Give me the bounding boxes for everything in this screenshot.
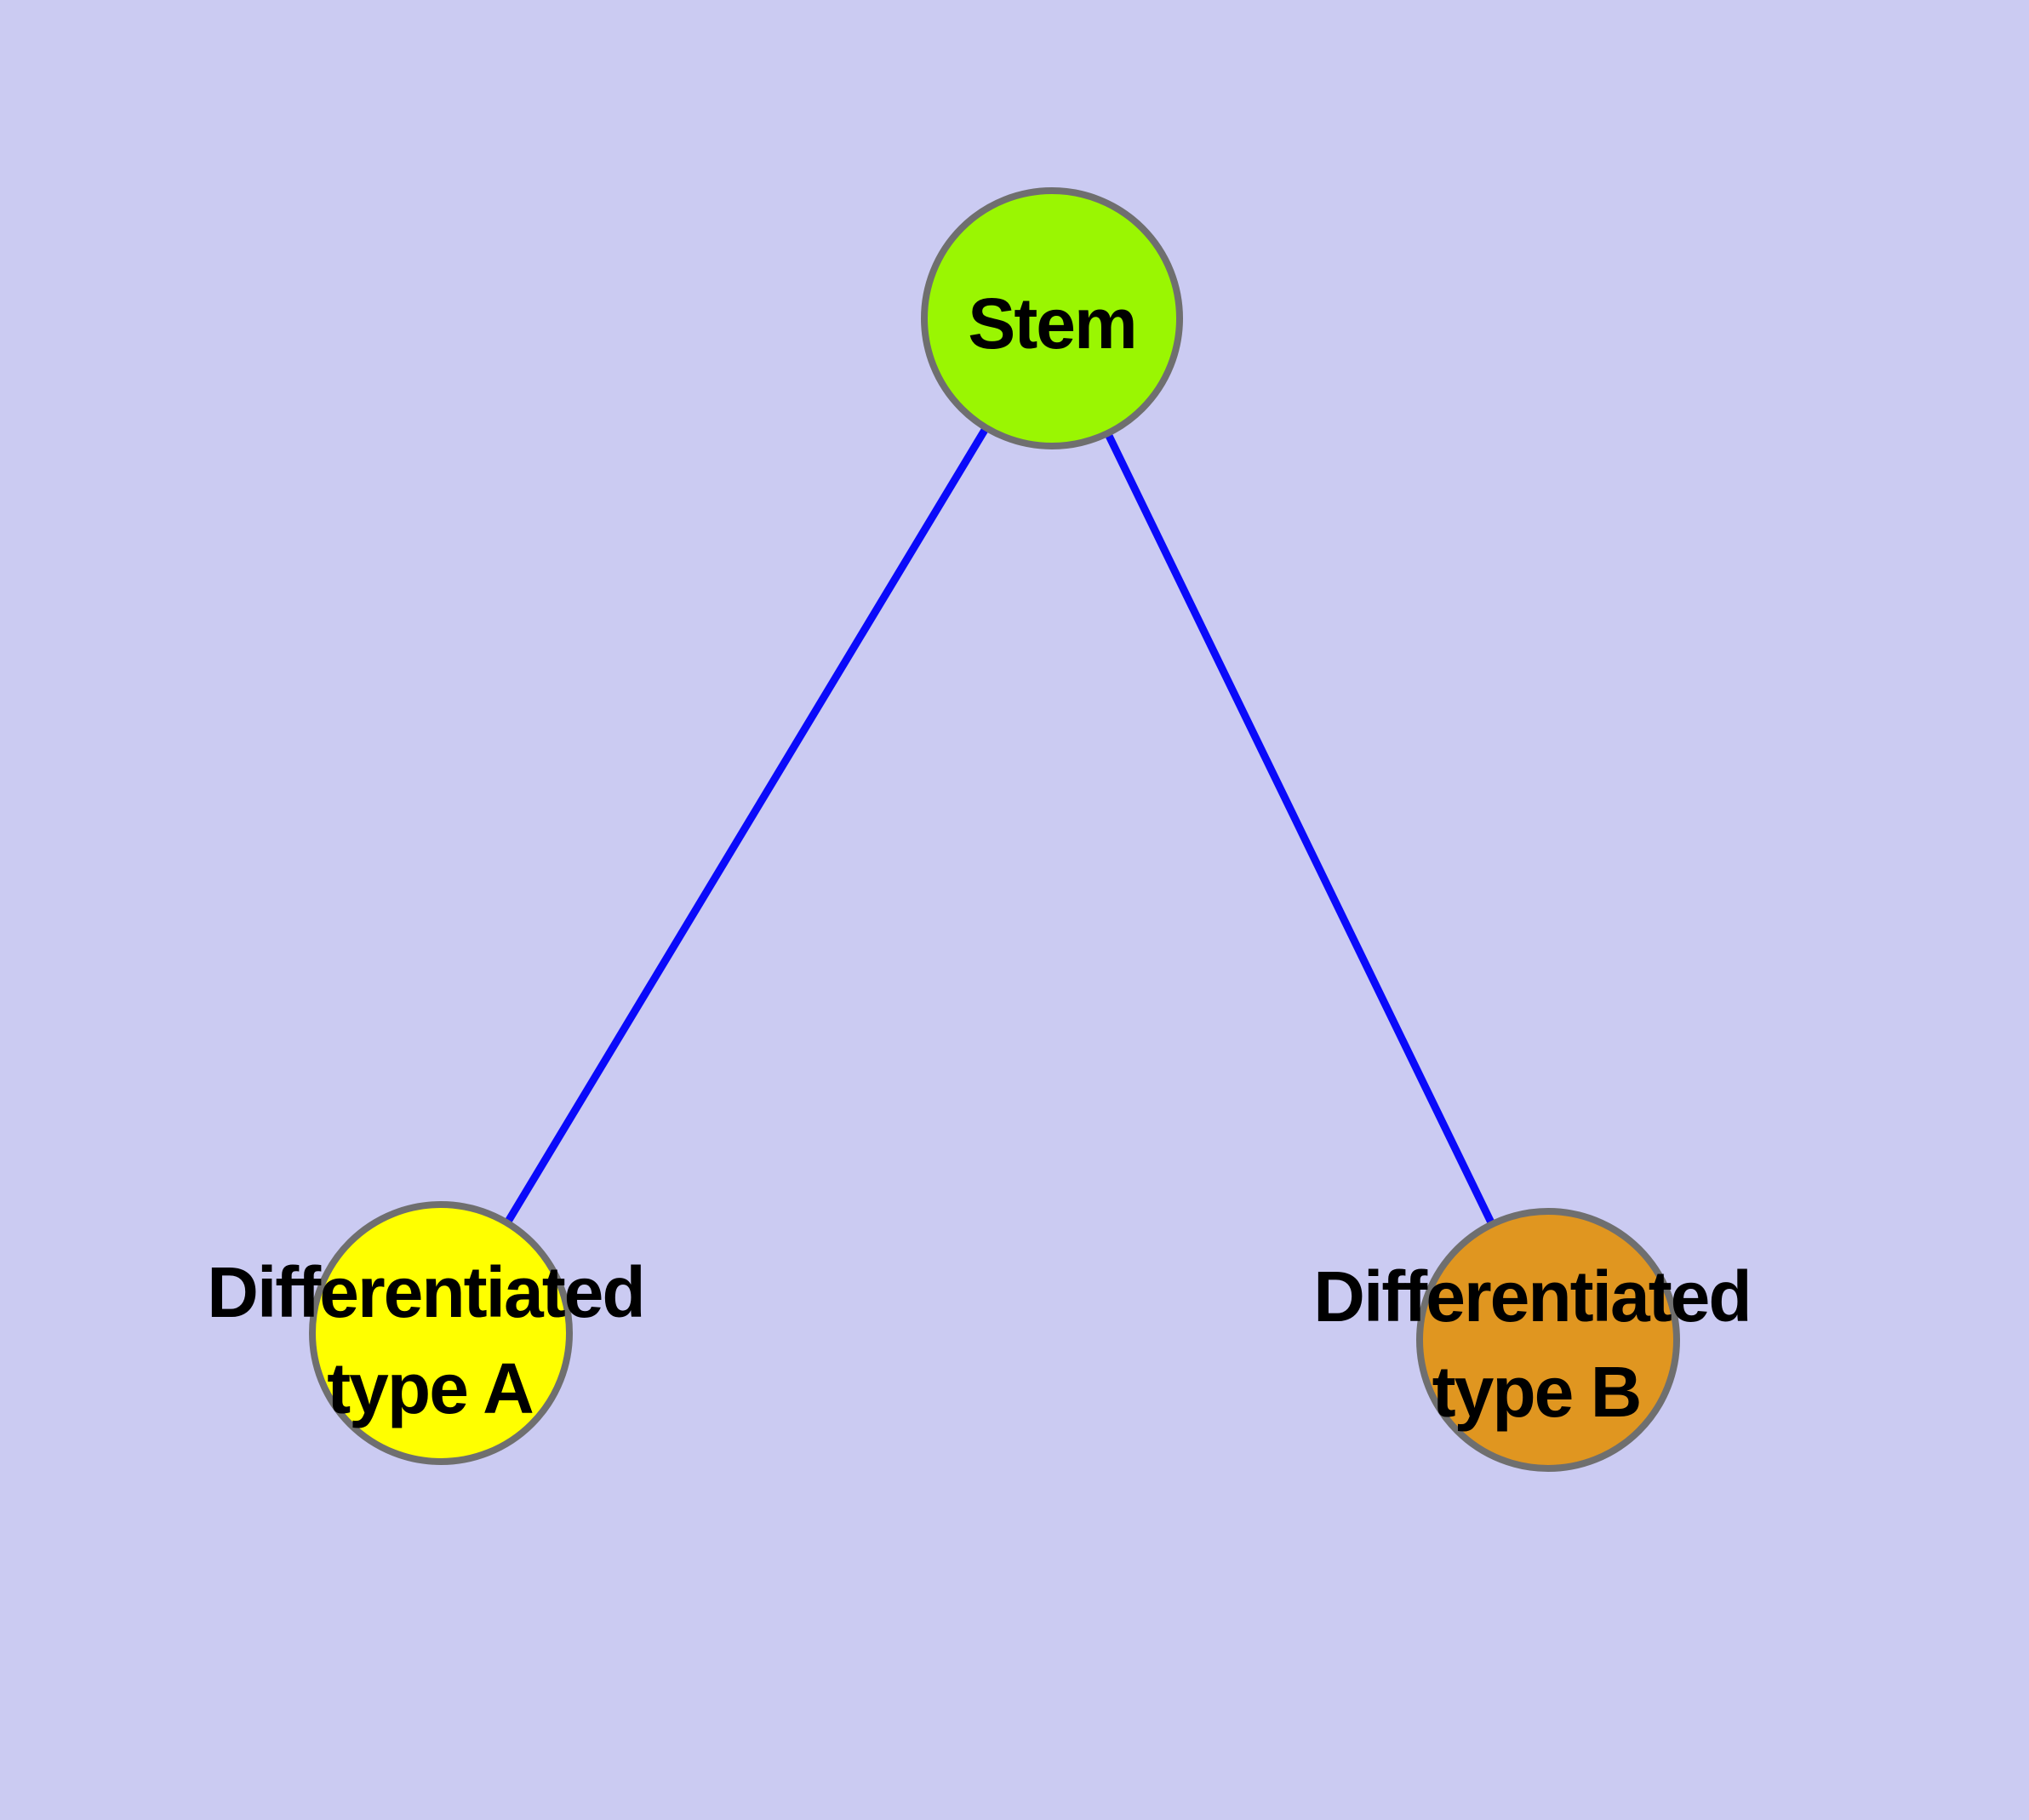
node-stem-label: Stem	[968, 283, 1135, 363]
node-differentiated-type-b[interactable]	[1416, 1208, 1680, 1472]
node-differentiated-type-a[interactable]	[309, 1201, 573, 1465]
node-type-a-label-line-1: Differentiated	[207, 1252, 643, 1332]
node-stem[interactable]	[921, 187, 1183, 449]
node-type-b-label-line-2: type B	[1432, 1352, 1641, 1432]
node-type-a-label-line-2: type A	[327, 1348, 533, 1428]
node-type-b-label-line-1: Differentiated	[1313, 1256, 1750, 1336]
edge-stem-to-type-b	[1048, 317, 1552, 1342]
edge-stem-to-type-a	[437, 316, 1055, 1336]
